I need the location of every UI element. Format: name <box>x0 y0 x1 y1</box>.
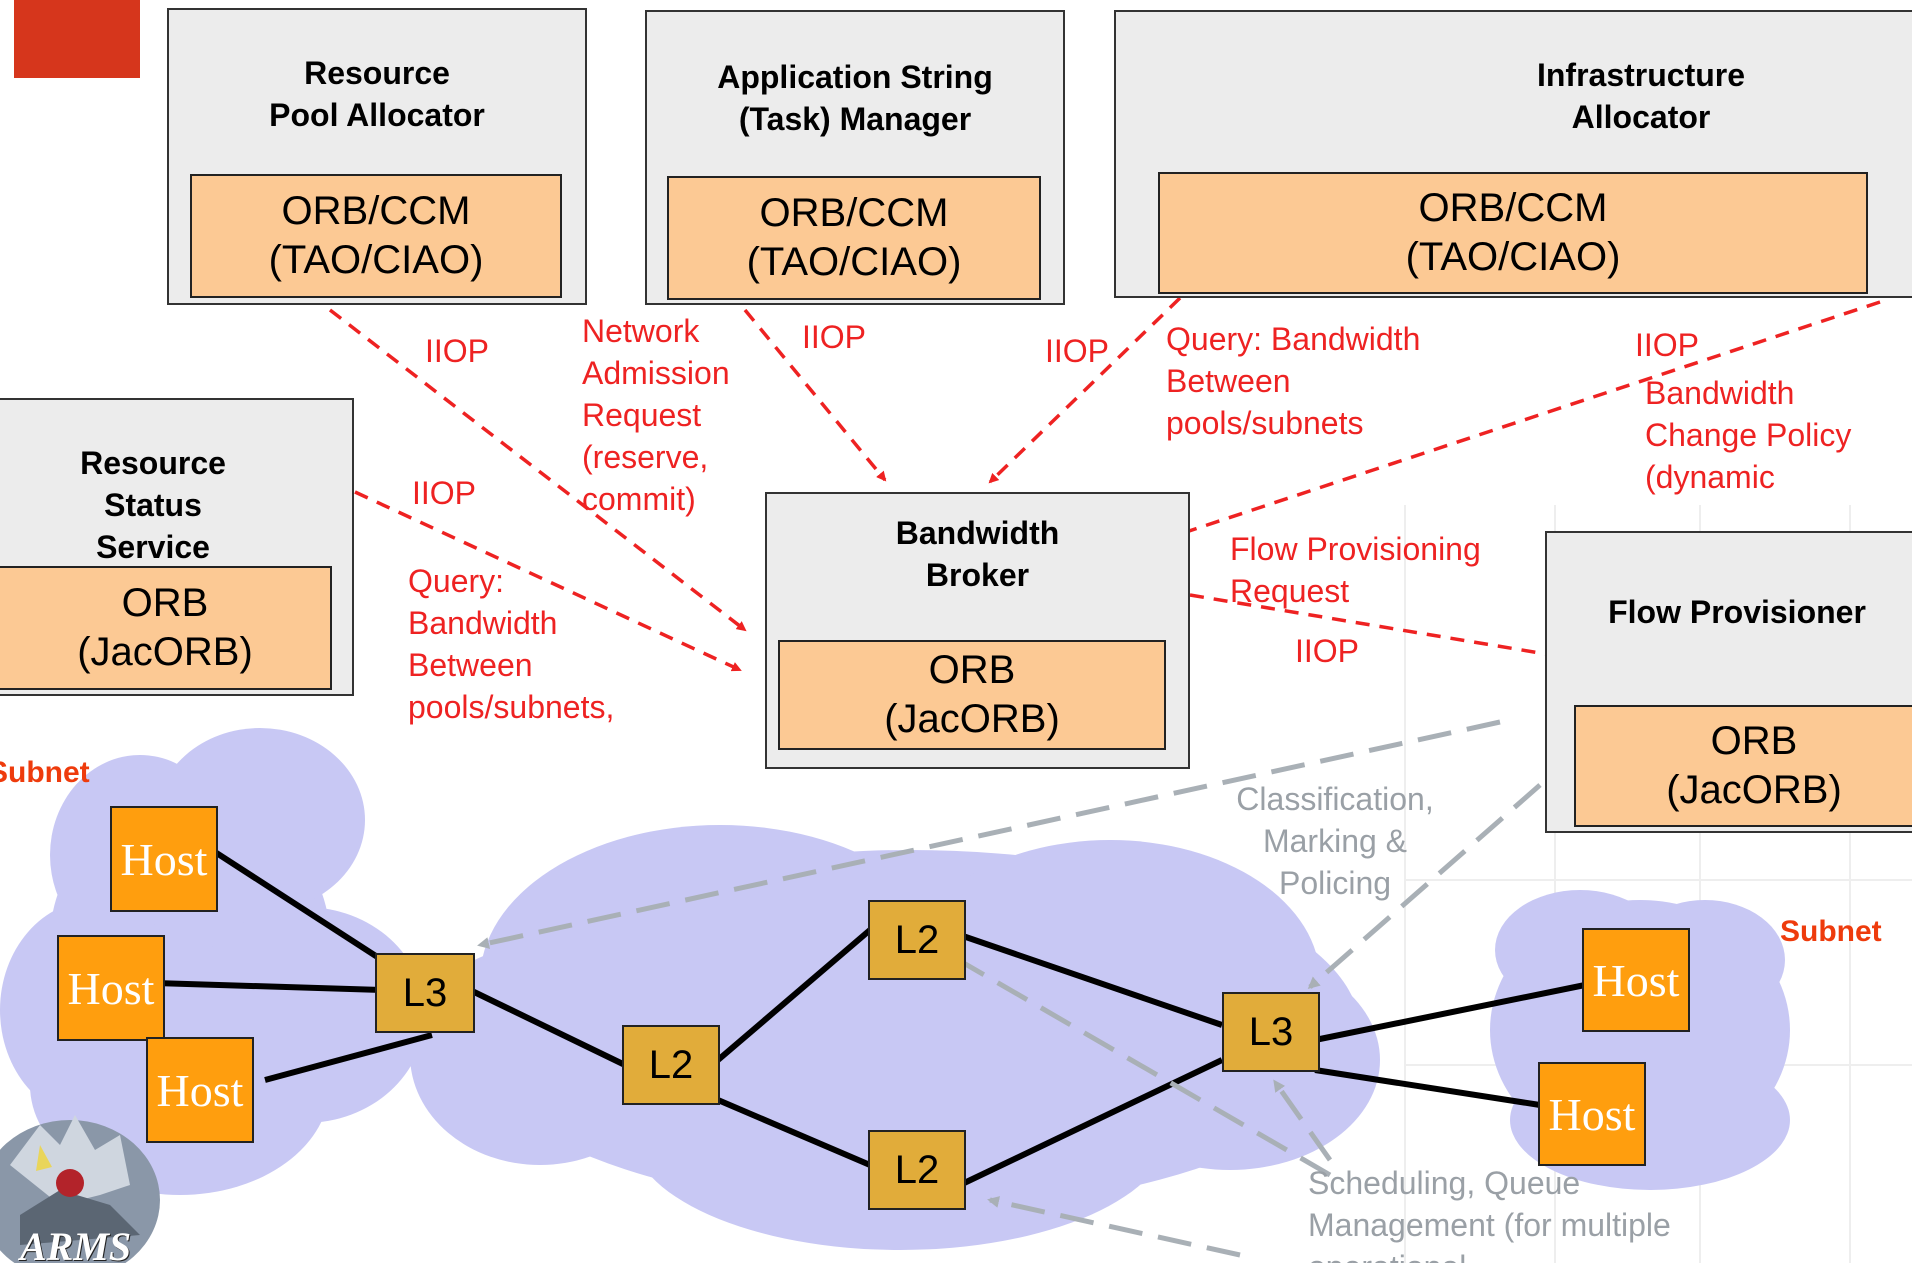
orb-impl-label: (JacORB) <box>77 630 253 674</box>
subnet-label: Subnet <box>1780 915 1882 948</box>
query-status-label: Query: Bandwidth Between pools/subnets, <box>408 563 615 725</box>
resource-status-service-title: Resource Status Service <box>80 445 226 565</box>
orb-label: ORB <box>1710 719 1798 763</box>
l2-switch: L2 <box>622 1025 720 1105</box>
bandwidth-broker-title: Bandwidth Broker <box>895 515 1060 593</box>
host-node: Host <box>110 806 218 912</box>
orb-label: ORB/CCM <box>759 191 949 235</box>
orb-impl-label: (TAO/CIAO) <box>746 240 962 284</box>
flow-provisioner-title: Flow Provisioner <box>1608 594 1866 630</box>
bandwidth-change-label: Bandwidth Change Policy (dynamic adaptat… <box>1645 375 1852 502</box>
iiop-label: IIOP <box>802 319 867 355</box>
host-node: Host <box>146 1037 254 1143</box>
network-links <box>154 849 1586 1188</box>
orb-label: ORB/CCM <box>1418 186 1608 230</box>
orb-impl-label: (JacORB) <box>1666 768 1842 812</box>
orb-impl-label: (TAO/CIAO) <box>268 238 484 282</box>
infrastructure-allocator-title: Infrastructure Allocator <box>1536 57 1746 135</box>
bandwidth-broker: Bandwidth Broker ORB (JacORB) <box>765 492 1190 769</box>
iiop-label: IIOP <box>1295 633 1360 669</box>
classification-label: Classification, Marking & Policing <box>1236 781 1434 901</box>
orb-impl-label: (TAO/CIAO) <box>1405 235 1621 279</box>
arms-logo: ARMS <box>0 1105 165 1263</box>
flow-provisioner-orb: ORB (JacORB) <box>1574 705 1912 827</box>
orb-impl-label: (JacORB) <box>884 697 1060 741</box>
subnet-label: Subnet <box>0 756 90 789</box>
l3-switch: L3 <box>375 953 475 1033</box>
l3-switch: L3 <box>1222 992 1320 1072</box>
application-string-manager-orb: ORB/CCM (TAO/CIAO) <box>667 176 1041 300</box>
host-node: Host <box>1538 1062 1646 1166</box>
resource-status-service-orb: ORB (JacORB) <box>0 566 332 690</box>
infrastructure-allocator: Infrastructure Allocator ORB/CCM (TAO/CI… <box>1114 10 1912 298</box>
resource-pool-allocator-title: Resource Pool Allocator <box>269 55 485 133</box>
bandwidth-broker-orb: ORB (JacORB) <box>778 640 1166 750</box>
l2-switch: L2 <box>868 900 966 980</box>
network-admission-label: Network Admission Request (reserve, comm… <box>582 313 730 517</box>
query-infra-label: Query: Bandwidth Between pools/subnets <box>1166 321 1421 441</box>
host-node: Host <box>1582 928 1690 1032</box>
host-node: Host <box>57 935 165 1041</box>
iiop-arrows <box>328 296 1881 672</box>
orb-label: ORB/CCM <box>281 189 471 233</box>
orb-label: ORB <box>121 581 209 625</box>
scheduling-label: Scheduling, Queue Management (for multip… <box>1308 1165 1671 1263</box>
flow-provisioning-label: Flow Provisioning Request <box>1230 531 1481 609</box>
arms-logo-text: ARMS <box>20 1224 132 1263</box>
provisioning-arrows <box>477 719 1542 1258</box>
resource-status-service: Resource Status Service ORB (JacORB) <box>0 398 354 696</box>
infrastructure-allocator-orb: ORB/CCM (TAO/CIAO) <box>1158 172 1868 294</box>
iiop-label: IIOP <box>412 475 477 511</box>
iiop-label: IIOP <box>1635 327 1700 363</box>
flow-provisioner: Flow Provisioner ORB (JacORB) <box>1545 531 1912 833</box>
application-string-manager: Application String (Task) Manager ORB/CC… <box>645 10 1065 305</box>
l2-switch: L2 <box>868 1130 966 1210</box>
iiop-label: IIOP <box>1045 333 1110 369</box>
resource-pool-allocator: Resource Pool Allocator ORB/CCM (TAO/CIA… <box>167 8 587 305</box>
resource-pool-allocator-orb: ORB/CCM (TAO/CIAO) <box>190 174 562 298</box>
application-string-manager-title: Application String (Task) Manager <box>717 59 993 137</box>
corner-accent <box>14 0 140 78</box>
iiop-label: IIOP <box>425 333 490 369</box>
orb-label: ORB <box>928 648 1016 692</box>
